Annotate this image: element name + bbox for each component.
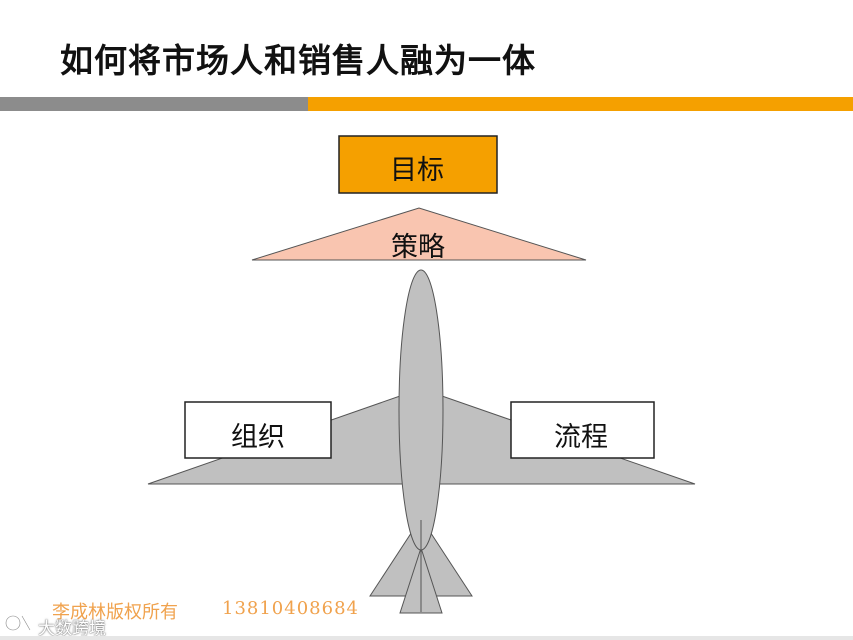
organization-label: 组织 [231,415,285,454]
phone-number: 13810408684 [222,598,359,619]
plane-fuselage [399,270,443,550]
watermark-logo-icon [4,610,34,636]
bottom-border [0,636,853,640]
goal-label: 目标 [390,148,444,187]
process-label: 流程 [554,415,608,454]
strategy-label: 策略 [391,225,445,264]
